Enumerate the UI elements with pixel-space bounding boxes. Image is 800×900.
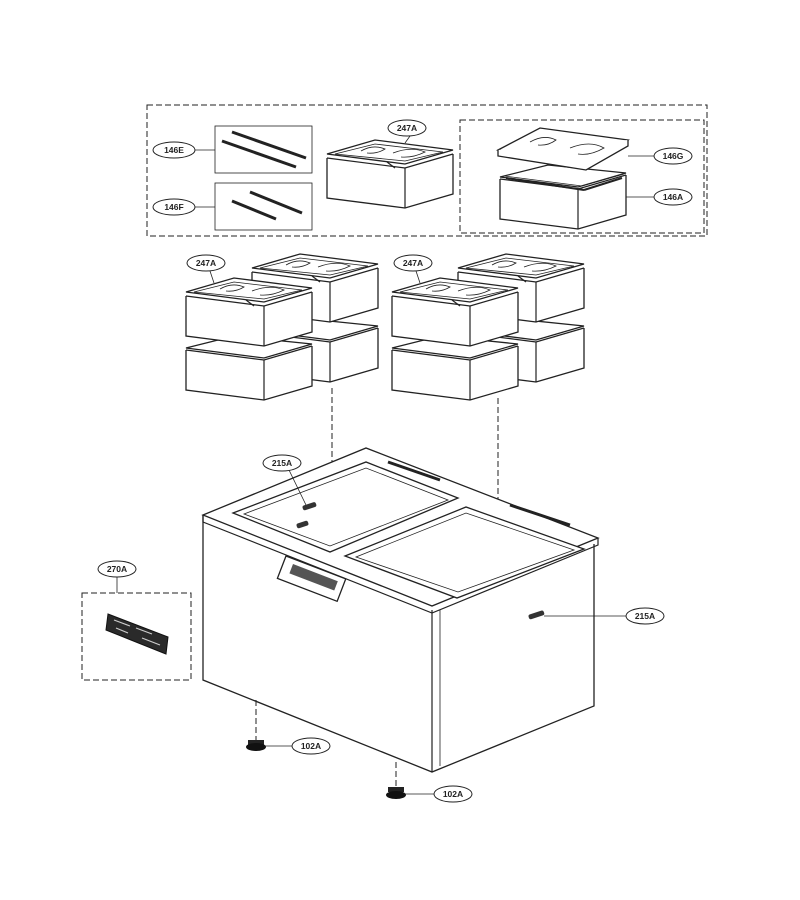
sensor-215a-top: 215A bbox=[262, 454, 307, 506]
label-215a-side: 215A bbox=[635, 611, 655, 621]
divider-strips-146e: 146E bbox=[152, 125, 313, 174]
leveling-foot-102a-right: 102A bbox=[386, 762, 473, 803]
leveling-foot-102a-left: 102A bbox=[246, 700, 331, 755]
divider-strips-146f: 146F bbox=[152, 182, 313, 231]
label-247a-right: 247A bbox=[403, 258, 423, 268]
food-pan-stack-left: 247A bbox=[185, 253, 379, 401]
label-146g: 146G bbox=[663, 151, 684, 161]
label-146e: 146E bbox=[164, 145, 184, 155]
accessory-kit-box bbox=[146, 104, 708, 237]
control-panel-270a: 270A bbox=[81, 560, 192, 681]
label-270a: 270A bbox=[107, 564, 127, 574]
drawer-cabinet bbox=[201, 447, 600, 773]
pan-with-lid-146g-146a: 146G 146A bbox=[495, 127, 693, 230]
food-pan-stack-right: 247A bbox=[391, 253, 585, 401]
label-146a: 146A bbox=[663, 192, 683, 202]
label-215a-top: 215A bbox=[272, 458, 292, 468]
label-247a-kit: 247A bbox=[397, 123, 417, 133]
food-pan-247a-kit: 247A bbox=[326, 119, 454, 209]
sensor-215a-side: 215A bbox=[544, 607, 665, 625]
label-247a-left: 247A bbox=[196, 258, 216, 268]
label-146f: 146F bbox=[164, 202, 183, 212]
label-102a-right: 102A bbox=[443, 789, 463, 799]
label-102a-left: 102A bbox=[301, 741, 321, 751]
